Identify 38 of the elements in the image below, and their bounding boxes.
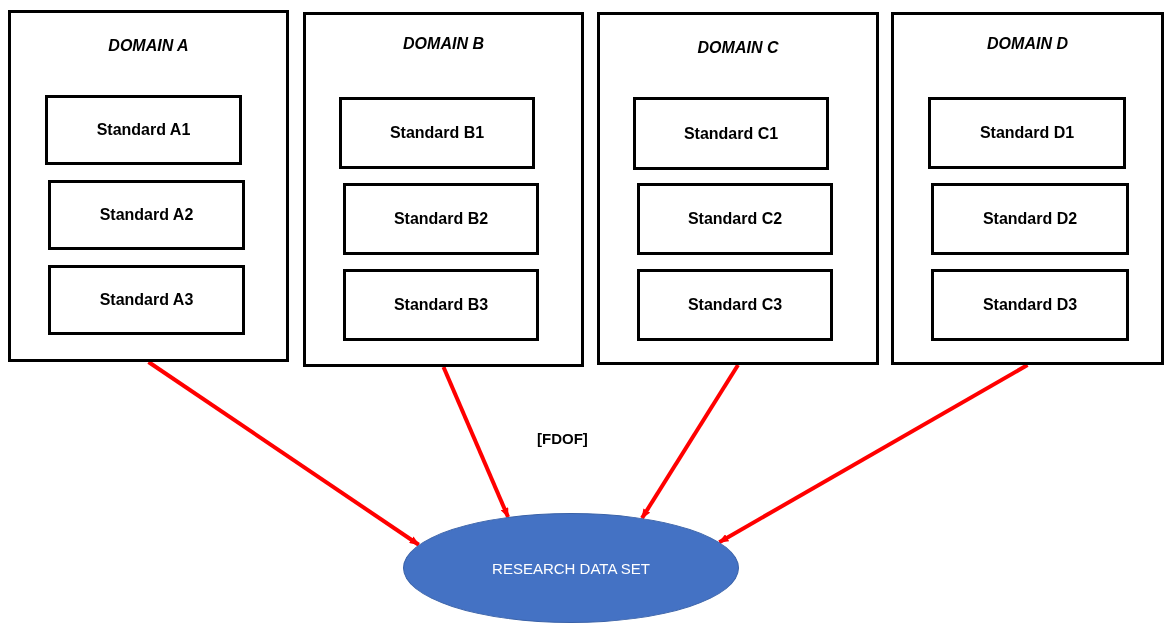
domain-box (8, 10, 289, 362)
standard-box (343, 269, 539, 341)
domain-box (303, 12, 584, 367)
standard-label: Standard B1 (389, 124, 485, 142)
standard-box (637, 269, 833, 341)
arrow (147, 360, 420, 547)
domain-heading: DOMAIN B (402, 35, 485, 53)
node-text: RESEARCH DATA SET (492, 559, 650, 577)
domain-heading: DOMAIN D (986, 35, 1069, 53)
standard-box (343, 183, 539, 255)
standard-box (48, 265, 245, 335)
standard-label: Standard D2 (982, 210, 1078, 228)
standard-label: Standard D1 (979, 124, 1075, 142)
domain-box (597, 12, 879, 365)
standard-label: Standard C1 (683, 124, 779, 143)
standard-box (928, 97, 1126, 169)
standard-label: Standard B2 (393, 210, 489, 228)
standard-label: Standard A1 (96, 121, 191, 139)
domain-heading: DOMAIN C (696, 39, 780, 57)
domain-heading: DOMAIN A (107, 37, 190, 55)
standard-label: Standard C3 (687, 296, 783, 314)
standard-box (48, 180, 245, 250)
note-label: [FDOF] (537, 430, 588, 447)
standard-box (931, 183, 1129, 255)
domain-box (891, 12, 1164, 365)
standard-label: Standard C2 (687, 210, 783, 228)
standard-box (339, 97, 535, 169)
standard-box (931, 269, 1129, 341)
standard-label: Standard A3 (99, 291, 194, 309)
standard-box (45, 95, 242, 165)
arrow (718, 363, 1029, 544)
arrow (640, 363, 740, 520)
arrow (441, 366, 510, 518)
standard-label: Standard D3 (982, 296, 1078, 314)
standard-box (637, 183, 833, 255)
standard-label: Standard B3 (393, 296, 489, 314)
standard-box (633, 97, 829, 170)
standard-label: Standard A2 (99, 206, 194, 224)
